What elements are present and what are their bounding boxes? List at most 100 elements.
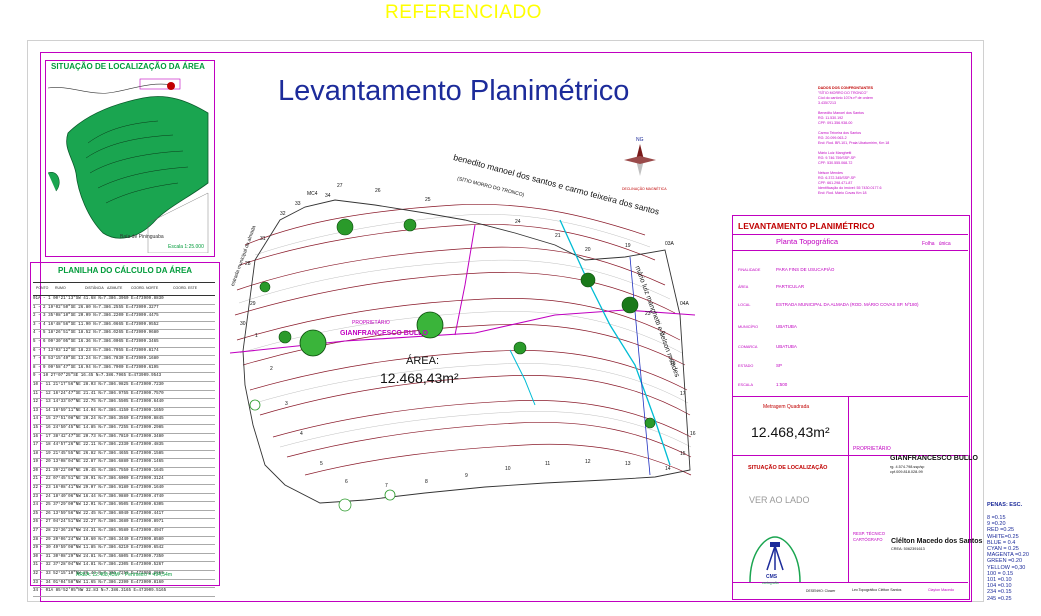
stream-branch — [509, 349, 536, 406]
inset-scale-label: Escala 1:25.000 — [168, 244, 204, 250]
panel-divider — [732, 396, 968, 397]
owners-line: RG: 20.099.063-2 — [818, 136, 847, 140]
table-row: 23 - 24 18°40'06"NW 16.44 N=7.386.9880 E… — [33, 494, 215, 503]
resp-tecnico-label: RESP. TÉCNICO CARTÓGRAFO — [853, 531, 885, 543]
footer-desenho: DESENHO: Clower — [806, 589, 836, 593]
island-shape — [66, 96, 209, 239]
table-row: 24 - 25 37°29'00"NW 12.01 N=7.386.9505 E… — [33, 502, 215, 511]
map-point-label: 4 — [300, 431, 303, 437]
table-row: 2 - 3 35°08'10"SE 20.09 N=7.386.2200 E=4… — [33, 313, 215, 322]
table-row: 6 - 7 13°03'12"SE 18.23 N=7.386.7055 E=4… — [33, 348, 215, 357]
title-block-panel — [732, 215, 970, 600]
table-row: 8 - 9 09°58'47"SE 16.94 N=7.386.7900 E=4… — [33, 365, 215, 374]
referenciado-label: REFERENCIADO — [385, 2, 542, 23]
panel-divider — [732, 455, 968, 456]
panel-subtitle: Planta Topográfica — [776, 237, 838, 246]
map-point-label: 8 — [425, 479, 428, 485]
panel-title: LEVANTAMENTO PLANIMÉTRICO — [738, 221, 875, 231]
map-point-label: 33 — [295, 201, 301, 207]
panel-field-value: 1:500 — [776, 382, 788, 387]
owners-line: Nelson Mendes — [818, 171, 843, 175]
owners-line: Benedito Manoel dos Santos — [818, 111, 864, 115]
table-row: 29 - 30 49°59'08"NW 11.85 N=7.386.6210 E… — [33, 545, 215, 554]
footer-left: Lev.Topográfico Clélton Santos — [852, 588, 902, 592]
table-row: 11 - 12 16°24'47"SE 21.41 N=7.386.9755 E… — [33, 391, 215, 400]
pen-entry: 101 =0.10 — [987, 577, 1012, 584]
map-point-label: 15 — [680, 451, 686, 457]
area-table-frame — [30, 262, 220, 586]
map-point-label: 32 — [280, 211, 286, 217]
table-row: 34 - 01A 85°52'05"NW 32.83 N=7.386.3165 … — [33, 588, 215, 597]
map-point-label: 17 — [680, 391, 686, 397]
panel-divider — [732, 234, 968, 235]
panel-field-label: MUNICÍPIO — [738, 325, 759, 329]
panel-divider — [732, 250, 968, 251]
drawing-inner-border — [40, 52, 972, 602]
owners-lines: "SÍTIO MORRO DO TRONCO"Cód do cartório 1… — [818, 91, 938, 196]
owners-line: 3.435/7213 — [818, 101, 836, 105]
cms-logo: CMS cartografia — [749, 536, 801, 585]
folha-label: Folha — [922, 241, 935, 247]
pen-entry: YELLOW =0,30 — [987, 564, 1026, 571]
pen-entry: CYAN = 0.25 — [987, 546, 1019, 553]
table-row: 20 - 21 39°22'00"NE 20.45 N=7.386.7550 E… — [33, 468, 215, 477]
map-point-label: 04A — [680, 301, 690, 307]
table-header-este: COORD. ESTE — [173, 286, 198, 290]
metragem-value: 12.468,43m² — [751, 424, 830, 440]
location-inset-frame — [45, 60, 215, 257]
panel-field-value: ESTRADA MUNICIPAL DA ALMADA (ROD. MÁRIO … — [776, 302, 919, 307]
owners-line: "SÍTIO MORRO DO TRONCO" — [818, 91, 868, 95]
pen-entry: 8 =0.15 — [987, 515, 1006, 521]
pen-entry: 234 =0.15 — [987, 589, 1012, 596]
pen-entry: 100 = 0.15 — [987, 570, 1014, 577]
map-point-label: 22 — [660, 331, 666, 337]
map-point-label: 9 — [465, 473, 468, 479]
map-area-value: 12.468,43m² — [380, 370, 459, 386]
owners-line: Cód do cartório 107/s nº de ordem — [818, 96, 873, 100]
tree-icons — [249, 218, 656, 512]
pens-title: PENAS: ESC. — [987, 502, 1023, 508]
map-point-label: 28 — [245, 261, 251, 267]
owners-line: RG: 9.746.759/SSP-SP — [818, 156, 856, 160]
ver-ao-lado-text: VER AO LADO — [749, 495, 810, 505]
owners-line: Identificação do imóvel: 55 7430.0177.6 — [818, 186, 882, 190]
table-row: 13 - 14 18°59'11"NE 14.04 N=7.386.4150 E… — [33, 408, 215, 417]
map-point-label: 29 — [250, 301, 256, 307]
panel-field-value: PARTICULAR — [776, 284, 805, 289]
table-row: 15 - 16 24°50'45"NE 14.85 N=7.386.7255 E… — [33, 425, 215, 434]
pen-entry: RED =0.25 — [987, 527, 1015, 534]
table-row: 33 - 34 01°04'58"NW 11.65 N=7.386.2390 E… — [33, 580, 215, 589]
owners-line: CPF: 530.555.068-72 — [818, 161, 853, 165]
owners-line: CPF: 091.356.938-00 — [818, 121, 853, 125]
table-header-distancia: DISTÂNCIA — [85, 286, 104, 290]
table-row: 28 - 29 20°06'24"NW 10.60 N=7.386.3440 E… — [33, 537, 215, 546]
inset-site-marker — [167, 82, 175, 90]
table-row: 14 - 15 27°51'08"NE 20.24 N=7.386.3560 E… — [33, 416, 215, 425]
table-row: 18 - 19 21°45'55"NE 26.82 N=7.386.4655 E… — [33, 451, 215, 460]
contour-lines — [234, 204, 692, 476]
area-table-header: PONTO RUMO DISTÂNCIA AZIMUTE COORD. NORT… — [33, 282, 215, 296]
area-table-body: 01A - 1 00°21'13"SW 41.68 N=7.386.3960 E… — [33, 296, 215, 597]
table-row: 01A - 1 00°21'13"SW 41.68 N=7.386.3960 E… — [33, 296, 215, 305]
panel-field-label: FINALIDADE — [738, 268, 761, 272]
panel-folha: Folha única — [922, 241, 951, 247]
table-header-rumo: RUMO — [55, 286, 66, 290]
secondary-contours — [238, 214, 692, 448]
map-point-label: 21 — [555, 233, 561, 239]
table-row: 25 - 26 13°59'56"NW 22.45 N=7.386.8040 E… — [33, 511, 215, 520]
table-row: 21 - 22 07°45'51"NE 20.91 N=7.386.6000 E… — [33, 476, 215, 486]
north-label: NG — [636, 137, 644, 143]
inset-road — [48, 83, 174, 94]
location-inset-title: SITUAÇÃO DE LOCALIZAÇÃO DA ÁREA — [51, 62, 205, 71]
pen-entry: MAGENTA =0.20 — [987, 552, 1029, 559]
area-table-footer: ÁREA: 12.468,43M² - Perímetro = 494,54m — [75, 572, 173, 578]
map-point-label: MC4 — [307, 191, 318, 197]
owners-line: CPF: 661.298.471-87 — [818, 181, 853, 185]
map-point-label: 31 — [260, 236, 266, 242]
map-point-label: 13 — [625, 461, 631, 467]
tripod-icon — [766, 545, 776, 571]
map-point-label: 3 — [285, 401, 288, 407]
table-row: 9 - 10 27°07'25"SE 16.45 N=7.386.7965 E=… — [33, 373, 215, 382]
area-table-title: PLANILHA DO CÁLCULO DA ÁREA — [58, 266, 193, 275]
panel-field-label: ÁREA — [738, 285, 749, 289]
